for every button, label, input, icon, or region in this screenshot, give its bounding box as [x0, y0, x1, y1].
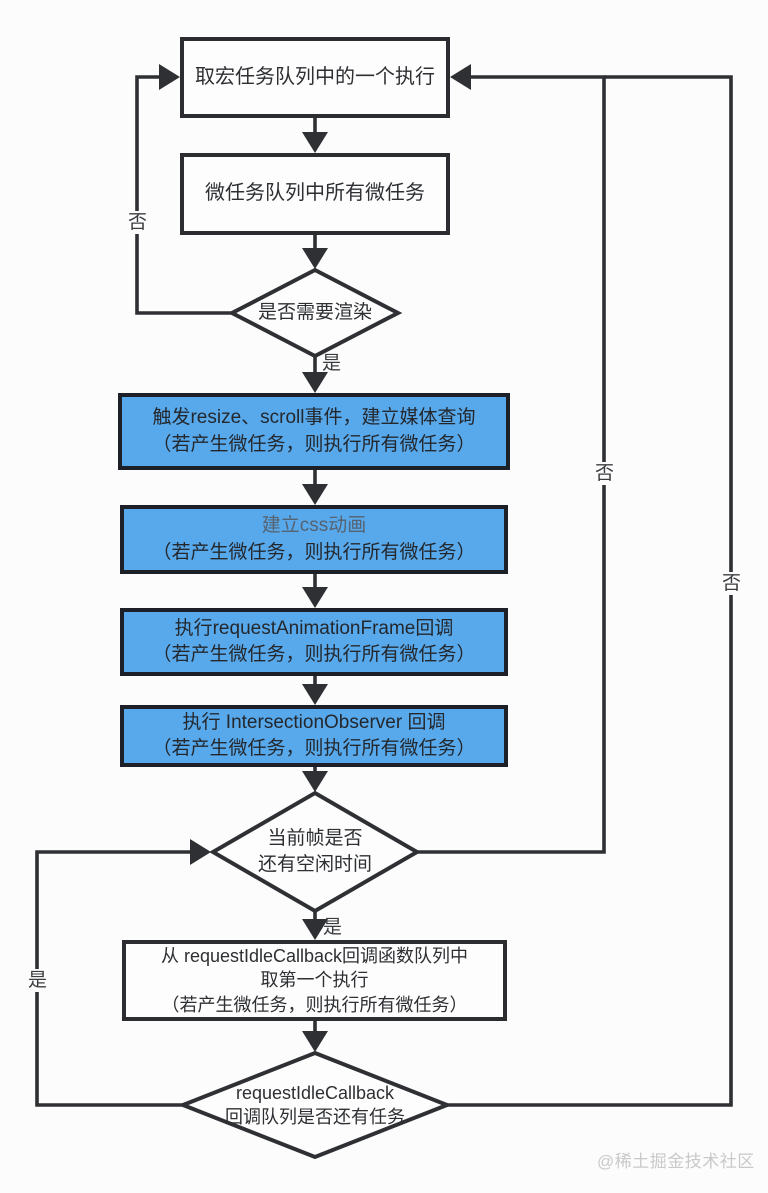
- diamond-need-render-line1: 是否需要渲染: [257, 302, 372, 324]
- node-css-animation-line1: 建立css动画: [261, 515, 367, 537]
- node-raf-line2: （若产生微任务，则执行所有微任务）: [152, 644, 476, 665]
- arrowhead-right-1: [159, 64, 180, 90]
- diamond-idle-time-text: 当前帧是否 还有空闲时间: [213, 793, 417, 911]
- diamond-ric-queue: [177, 1050, 453, 1160]
- arrowhead-down-7: [302, 771, 328, 792]
- watermark-text: @稀土掘金技术社区: [597, 1152, 755, 1171]
- node-take-macrotask: 取宏任务队列中的一个执行: [180, 37, 450, 118]
- node-ric-line2: 取第一个执行: [260, 970, 369, 991]
- node-io-line1: 执行 IntersectionObserver 回调: [182, 711, 446, 733]
- arrowhead-down-5: [302, 587, 328, 608]
- node-raf-line1: 执行requestAnimationFrame回调: [174, 617, 454, 639]
- diamond-need-render-text: 是否需要渲染: [232, 270, 398, 356]
- diamond-need-render: [227, 267, 403, 359]
- diamond-idle-time-line2: 还有空闲时间: [257, 854, 372, 875]
- node-ric-line3: （若产生微任务，则执行所有微任务）: [161, 994, 468, 1015]
- label-no-ric-queue: 否: [721, 572, 743, 595]
- diamond-idle-time-line1: 当前帧是否: [267, 828, 363, 850]
- arrowhead-down-4: [302, 484, 328, 505]
- node-resize-scroll-line2: （若产生微任务，则执行所有微任务）: [152, 433, 476, 455]
- label-yes-ric-loop: 是: [27, 969, 49, 992]
- node-request-animation-frame: 执行requestAnimationFrame回调 （若产生微任务，则执行所有微…: [120, 608, 508, 676]
- arrowhead-down-1: [302, 132, 328, 153]
- node-run-microtasks-text: 微任务队列中所有微任务: [205, 182, 425, 205]
- diamond-idle-time: [209, 790, 421, 914]
- label-yes-need-render: 是: [322, 353, 342, 374]
- edge-needrender-no-loop: [135, 75, 232, 315]
- node-css-animation: 建立css动画 （若产生微任务，则执行所有微任务）: [120, 505, 508, 574]
- arrowhead-down-9: [302, 1031, 328, 1052]
- node-intersection-observer: 执行 IntersectionObserver 回调 （若产生微任务，则执行所有…: [120, 705, 508, 767]
- label-yes-idle-time: 是: [323, 917, 343, 938]
- node-resize-scroll-line1: 触发resize、scroll事件，建立媒体查询: [152, 407, 476, 429]
- node-request-idle-callback: 从 requestIdleCallback回调函数队列中 取第一个执行 （若产生…: [122, 940, 507, 1021]
- node-resize-scroll-mediaquery: 触发resize、scroll事件，建立媒体查询 （若产生微任务，则执行所有微任…: [118, 393, 510, 470]
- arrowhead-left-1: [450, 64, 471, 90]
- diamond-ric-queue-line2: 回调队列是否还有任务: [225, 1107, 405, 1127]
- label-no-idle-time: 否: [594, 462, 616, 485]
- node-css-animation-line2: （若产生微任务，则执行所有微任务）: [152, 541, 476, 563]
- arrowhead-down-2: [302, 248, 328, 269]
- arrowhead-right-2: [190, 839, 211, 865]
- node-take-macrotask-text: 取宏任务队列中的一个执行: [195, 65, 435, 88]
- label-no-need-render: 否: [127, 211, 149, 234]
- diamond-ric-queue-line1: requestIdleCallback: [235, 1082, 395, 1103]
- node-io-line2: （若产生微任务，则执行所有微任务）: [152, 738, 476, 759]
- arrowhead-down-3: [302, 372, 328, 393]
- arrowhead-down-8: [302, 919, 328, 940]
- diamond-ric-queue-text: requestIdleCallback 回调队列是否还有任务: [183, 1053, 447, 1157]
- arrowhead-down-6: [302, 684, 328, 705]
- node-ric-line1: 从 requestIdleCallback回调函数队列中: [160, 946, 469, 967]
- node-run-microtasks: 微任务队列中所有微任务: [180, 153, 450, 235]
